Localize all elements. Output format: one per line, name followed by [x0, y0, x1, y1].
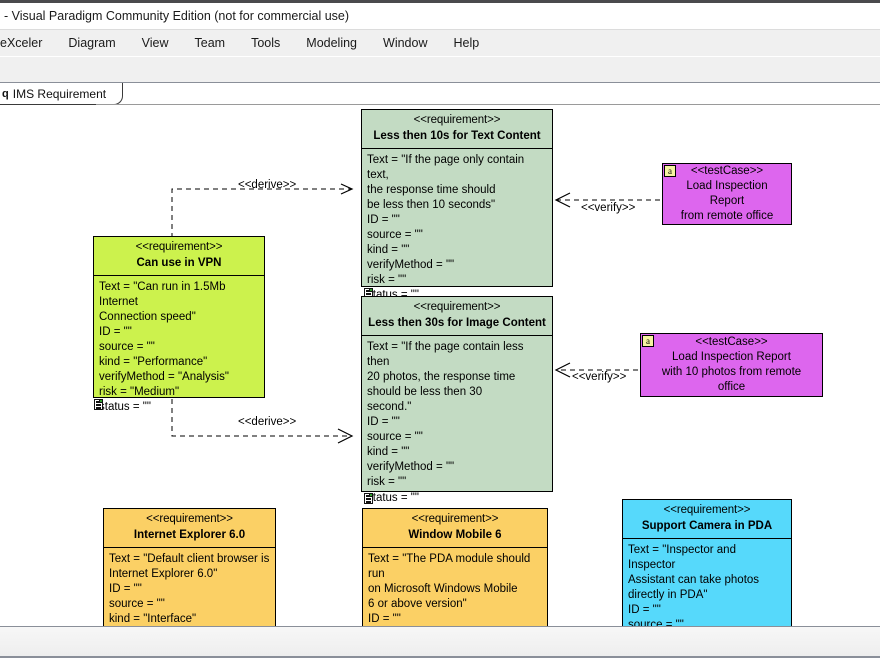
node-attributes: Text = "If the page only contain text, t… [367, 153, 525, 302]
toolbar [0, 56, 880, 83]
node-testcase-load-inspection-report-photos[interactable]: a <<testCase>> Load Inspection Report wi… [640, 333, 823, 397]
node-header: <<requirement>> Window Mobile 6 [363, 509, 547, 547]
testcase-line-2: from remote office [680, 210, 774, 223]
node-attributes: Text = "The PDA module should run on Mic… [368, 552, 531, 626]
testcase-line-2: with 10 photos from remote office [661, 366, 802, 394]
node-title: Internet Explorer 6.0 [133, 528, 246, 541]
edge-label-derive-bottom: <<derive>> [238, 416, 297, 428]
status-bar [0, 626, 880, 658]
testcase-stereotype: <<testCase>> [695, 335, 768, 348]
node-requirement-can-use-in-vpn[interactable]: <<requirement>> Can use in VPN Text = "C… [93, 236, 265, 413]
node-requirement-less-then-30s[interactable]: <<requirement>> Less then 30s for Image … [361, 296, 553, 504]
edge-derive-top [171, 183, 354, 238]
edge-derive-bottom-arrow [337, 428, 354, 444]
menu-bar: eXceler Diagram View Team Tools Modeling… [0, 29, 880, 56]
node-body: Text = "Can run in 1.5Mb Internet Connec… [94, 274, 264, 420]
node-stereotype: <<requirement>> [413, 301, 501, 313]
node-requirement-support-camera-in-pda[interactable]: <<requirement>> Support Camera in PDA Te… [622, 499, 792, 626]
edge-label-derive-top: <<derive>> [238, 179, 297, 191]
edge-label-verify-top: <<verify>> [581, 202, 636, 214]
diagram-canvas[interactable]: <<derive>> <<derive>> <<verify>> <<verif… [0, 105, 880, 626]
menu-item-window[interactable]: Window [383, 36, 428, 50]
node-header: <<requirement>> Less then 30s for Image … [362, 297, 552, 335]
tab-strip: q IMS Requirement [0, 83, 880, 105]
node-requirement-internet-explorer-6[interactable]: <<requirement>> Internet Explorer 6.0 Te… [103, 508, 276, 626]
menu-item-exceler[interactable]: eXceler [0, 36, 43, 50]
node-body: Text = "If the page only contain text, t… [362, 147, 552, 308]
document-icon-less-then-30s[interactable] [364, 493, 373, 504]
testcase-badge-icon: a [664, 165, 676, 177]
menu-item-view[interactable]: View [141, 36, 169, 50]
node-attributes: Text = "If the page contain less then 20… [367, 340, 524, 504]
node-title: Support Camera in PDA [641, 519, 773, 532]
requirement-diagram-icon: q [2, 87, 9, 100]
testcase-badge-icon: a [642, 335, 654, 347]
testcase-line-1: Load Inspection Report [672, 350, 791, 363]
node-title: Can use in VPN [136, 256, 222, 269]
node-body: Text = "If the page contain less then 20… [362, 334, 552, 510]
menu-item-diagram[interactable]: Diagram [68, 36, 116, 50]
node-stereotype: <<requirement>> [413, 114, 501, 126]
title-bar: - Visual Paradigm Community Edition (not… [0, 0, 880, 29]
node-header: <<requirement>> Internet Explorer 6.0 [104, 509, 275, 547]
node-stereotype: <<requirement>> [411, 513, 499, 525]
node-header: <<requirement>> Less then 10s for Text C… [362, 110, 552, 148]
node-body: Text = "Inspector and Inspector Assistan… [623, 537, 791, 626]
node-stereotype: <<requirement>> [135, 241, 223, 253]
tab-strip-divider [96, 104, 880, 105]
node-attributes: Text = "Can run in 1.5Mb Internet Connec… [99, 280, 229, 414]
tab-ims-requirement[interactable]: q IMS Requirement [0, 83, 124, 105]
node-title: Window Mobile 6 [408, 528, 502, 541]
testcase-stereotype: <<testCase>> [690, 164, 764, 177]
node-header: <<requirement>> Can use in VPN [94, 237, 264, 275]
node-attributes: Text = "Default client browser is Intern… [109, 552, 270, 626]
document-icon-can-use-in-vpn[interactable] [94, 399, 103, 410]
menu-item-tools[interactable]: Tools [251, 36, 281, 50]
menu-item-modeling[interactable]: Modeling [306, 36, 358, 50]
node-title: Less then 10s for Text Content [373, 129, 541, 142]
node-body: Text = "The PDA module should run on Mic… [363, 546, 547, 626]
node-testcase-load-inspection-report[interactable]: a <<testCase>> Load Inspection Report fr… [662, 163, 792, 225]
node-requirement-less-then-10s[interactable]: <<requirement>> Less then 10s for Text C… [361, 109, 553, 301]
node-stereotype: <<requirement>> [663, 504, 751, 516]
window-title: - Visual Paradigm Community Edition (not… [4, 9, 350, 23]
edge-label-verify-bottom: <<verify>> [572, 371, 627, 383]
node-attributes: Text = "Inspector and Inspector Assistan… [628, 543, 760, 626]
node-title: Less then 30s for Image Content [368, 316, 546, 329]
tab-label: IMS Requirement [12, 86, 107, 101]
node-body: Text = "Default client browser is Intern… [104, 546, 275, 626]
node-requirement-window-mobile-6[interactable]: <<requirement>> Window Mobile 6 Text = "… [362, 508, 548, 626]
menu-item-team[interactable]: Team [194, 36, 226, 50]
menu-item-help[interactable]: Help [453, 36, 480, 50]
node-header: <<requirement>> Support Camera in PDA [623, 500, 791, 538]
testcase-line-1: Load Inspection Report [686, 179, 768, 207]
node-stereotype: <<requirement>> [146, 513, 233, 525]
